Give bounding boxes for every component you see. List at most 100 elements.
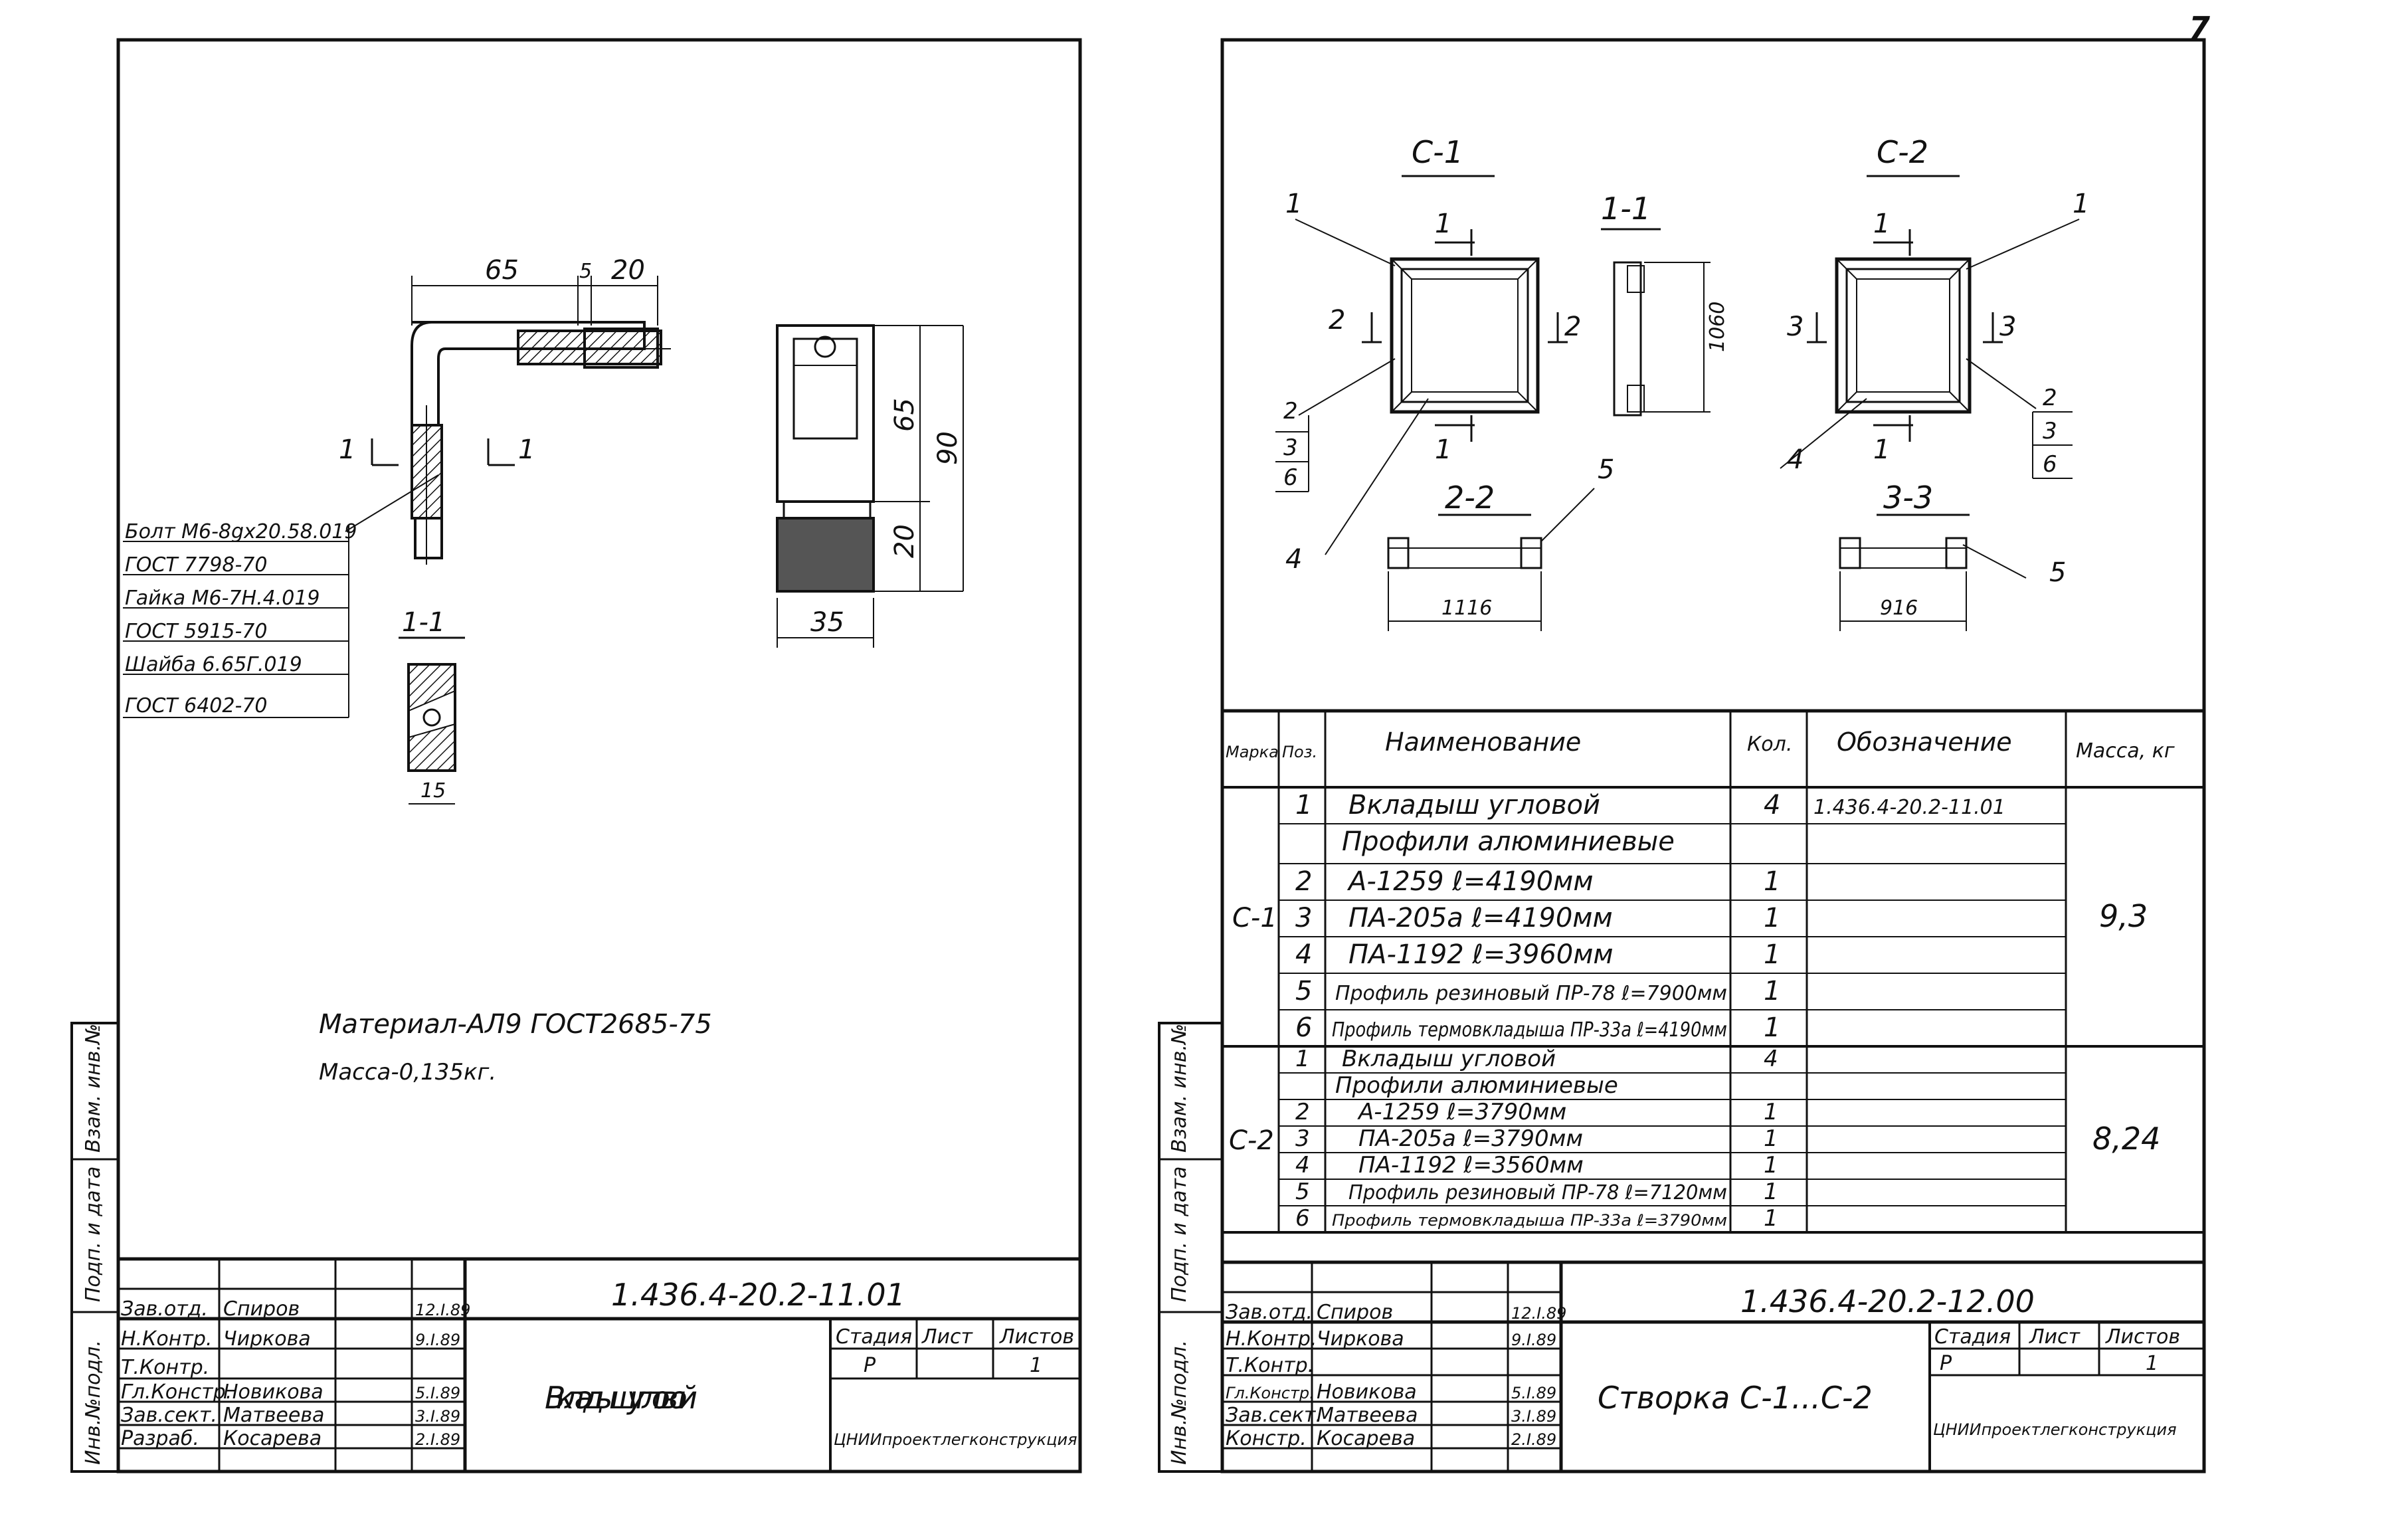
stage-value: Р — [864, 1354, 876, 1377]
mark-label: 2 — [1329, 305, 1345, 335]
table-cell-pos: 6 — [1295, 1205, 1310, 1232]
signature-date: 5.I.89 — [415, 1384, 460, 1402]
signature-role: Т.Контр. — [1226, 1354, 1314, 1377]
signature-name: Косарева — [1317, 1427, 1415, 1450]
sheets-value: 1 — [1030, 1354, 1042, 1377]
mark-label: 2 — [1283, 398, 1298, 425]
mark-label: 5 — [1598, 454, 1614, 485]
left-sheet — [70, 38, 1082, 1473]
table-cell-qty: 1 — [1764, 903, 1780, 933]
signature-role: Зав.отд. — [1226, 1301, 1313, 1324]
signature-date: 3.I.89 — [1511, 1407, 1556, 1426]
section-title-1-1: 1-1 — [1601, 191, 1651, 227]
sheets-header: Листов — [2105, 1325, 2180, 1349]
stage-header: Стадия — [836, 1325, 912, 1349]
dim-20: 20 — [611, 255, 645, 286]
table-header-mark: Марка — [1226, 743, 1279, 761]
side-stamp: Подп. и дата — [82, 1167, 105, 1302]
section-title-2-2: 2-2 — [1445, 480, 1495, 516]
table-cell-name: ПА-1192 ℓ=3960мм — [1348, 939, 1614, 970]
mark-label: 3 — [1787, 312, 1804, 342]
signature-role: Зав.сект. — [121, 1404, 217, 1427]
table-cell-name: ПА-205а ℓ=3790мм — [1358, 1125, 1583, 1152]
mark-label: 2 — [2043, 385, 2057, 411]
organization: ЦНИИпроектлегконструкция — [1933, 1420, 2177, 1439]
dim-15: 15 — [420, 779, 446, 803]
table-cell-qty: 4 — [1764, 790, 1780, 820]
table-cell-qty: 1 — [1764, 976, 1780, 1006]
table-cell-qty: 1 — [1764, 1205, 1778, 1232]
mark-label: 6 — [1283, 464, 1298, 491]
dim-5: 5 — [579, 260, 592, 283]
table-cell-pos: 3 — [1295, 1125, 1310, 1152]
mark-label: 6 — [2043, 451, 2057, 478]
fastener-callout: Гайка М6-7Н.4.019 — [125, 587, 320, 610]
sheet-header: Лист — [921, 1325, 974, 1349]
dim-65: 65 — [485, 255, 519, 286]
table-cell-name: А-1259 ℓ=3790мм — [1357, 1099, 1566, 1125]
mark-label: 4 — [1787, 444, 1804, 475]
mass-note: Масса-0,135кг. — [319, 1059, 496, 1086]
table-cell-name: Профили алюминиевые — [1335, 1072, 1618, 1099]
table-header-qty: Кол. — [1747, 733, 1792, 756]
signature-role: Н.Контр. — [1226, 1327, 1317, 1351]
table-cell-name: Профиль термовкладыша ПР-33а ℓ=3790мм — [1332, 1211, 1727, 1230]
table-cell-pos: 1 — [1295, 1046, 1310, 1072]
fastener-callout: Шайба 6.65Г.019 — [125, 653, 302, 676]
signature-date: 2.I.89 — [1511, 1430, 1556, 1449]
dim-r90: 90 — [933, 431, 963, 465]
table-header-name: Наименование — [1385, 727, 1581, 757]
stage-header: Стадия — [1934, 1325, 2011, 1349]
table-header-designation: Обозначение — [1837, 727, 2012, 757]
view-title-c1: С-1 — [1412, 134, 1463, 170]
signature-role: Т.Контр. — [121, 1356, 209, 1379]
table-cell-qty: 1 — [1764, 1012, 1780, 1043]
table-cell-pos: 4 — [1295, 1152, 1310, 1179]
table-cell-pos: 4 — [1295, 939, 1312, 970]
drawing-designation: 1.436.4-20.2-11.01 — [611, 1277, 905, 1313]
signature-role: Гл.Констр. — [1226, 1384, 1315, 1402]
signature-date: 9.I.89 — [415, 1331, 460, 1349]
signature-name: Матвеева — [1317, 1404, 1418, 1427]
table-header-mass: Масса, кг — [2076, 739, 2175, 763]
signature-name: Новикова — [223, 1380, 324, 1404]
drawing-title: Створка С-1...С-2 — [1598, 1380, 1873, 1416]
side-stamp: Инв.№подл. — [82, 1340, 105, 1465]
signature-role: Гл.Констр. — [121, 1380, 232, 1404]
signature-role: Зав.сект. — [1226, 1404, 1322, 1427]
mark-label: 4 — [1285, 544, 1302, 575]
side-stamp: Подп. и дата — [1168, 1167, 1191, 1302]
mark-label: 1 — [1873, 434, 1890, 465]
group-mark: С-1 — [1232, 903, 1277, 933]
sheets-value: 1 — [2146, 1352, 2158, 1375]
signature-role: Зав.отд. — [121, 1297, 208, 1321]
mark-label: 1 — [1285, 189, 1302, 219]
group-mass: 9,3 — [2099, 898, 2148, 934]
table-cell-pos: 5 — [1295, 1179, 1310, 1205]
side-stamp: Взам. инв.№ — [82, 1024, 105, 1153]
signature-name: Чиркова — [223, 1327, 311, 1351]
organization: ЦНИИпроектлегконструкция — [834, 1430, 1077, 1449]
signature-date: 9.I.89 — [1511, 1331, 1556, 1349]
table-cell-name: ПА-1192 ℓ=3560мм — [1358, 1152, 1584, 1179]
signature-name: Чиркова — [1317, 1327, 1404, 1351]
table-cell-qty: 1 — [1764, 866, 1780, 897]
fastener-callout: ГОСТ 6402-70 — [125, 694, 267, 717]
fastener-callout: Болт М6-8gх20.58.019 — [125, 520, 357, 543]
sheet-header: Лист — [2029, 1325, 2081, 1349]
side-stamp: Взам. инв.№ — [1168, 1024, 1191, 1153]
cut-mark-right: 1 — [518, 434, 535, 465]
table-cell-pos: 2 — [1295, 1099, 1310, 1125]
table-cell-qty: 4 — [1764, 1046, 1778, 1072]
group-mark: С-2 — [1229, 1125, 1274, 1156]
table-cell-pos: 2 — [1295, 866, 1312, 897]
fastener-callout: ГОСТ 7798-70 — [125, 553, 267, 577]
table-cell-name: Вкладыш угловой — [1348, 790, 1600, 820]
mark-label: 2 — [1564, 312, 1581, 342]
mark-label: 3 — [2043, 418, 2057, 444]
signature-date: 12.I.89 — [1511, 1304, 1566, 1323]
signature-date: 12.I.89 — [415, 1301, 470, 1319]
mark-label: 5 — [2049, 557, 2066, 588]
table-cell-name: Вкладыш угловой — [1342, 1046, 1556, 1072]
